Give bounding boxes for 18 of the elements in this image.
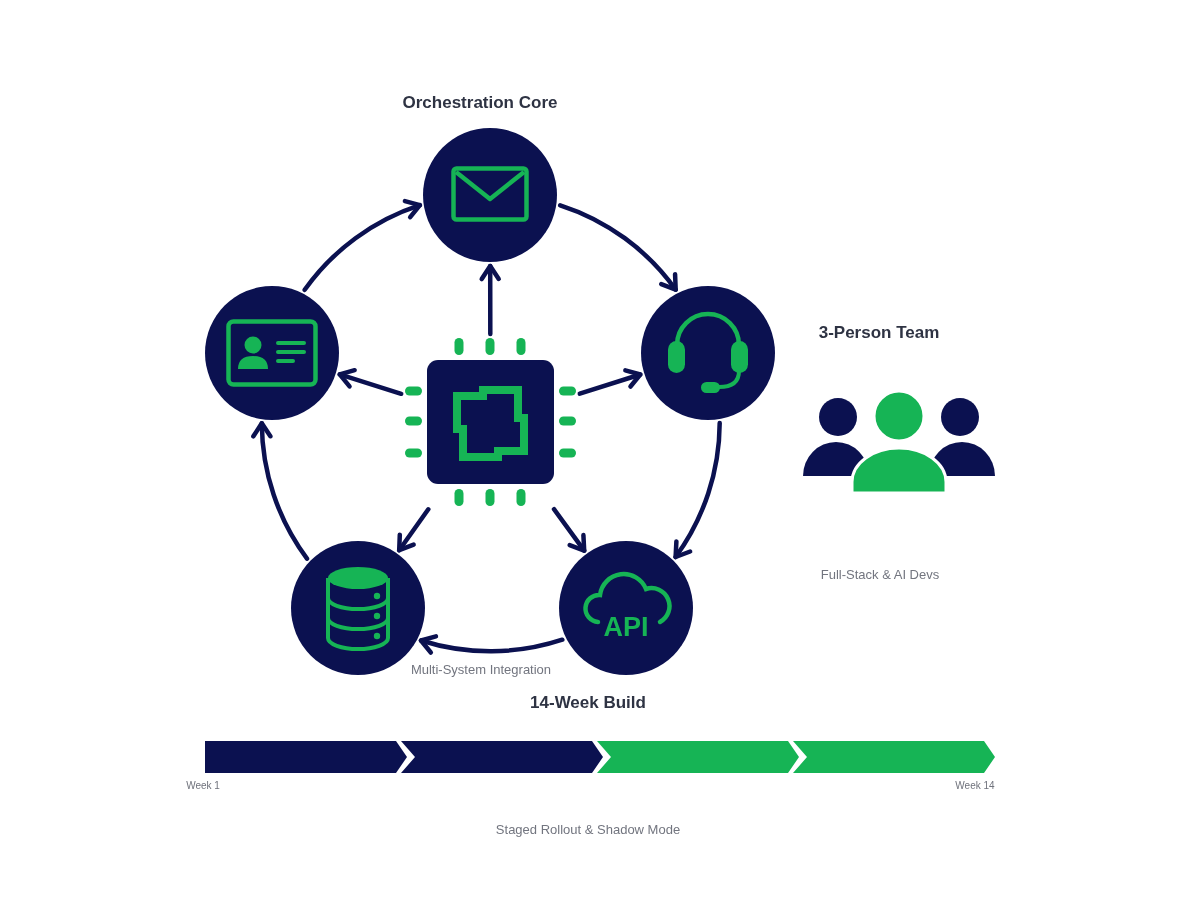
node-label: API bbox=[603, 612, 649, 642]
section-heading: 14-Week Build bbox=[530, 693, 646, 713]
chip-icon bbox=[405, 338, 576, 506]
arrow bbox=[557, 203, 678, 292]
arrow bbox=[396, 507, 431, 553]
arrow bbox=[551, 506, 587, 553]
arrow bbox=[251, 421, 310, 561]
week-label: Week 14 bbox=[955, 780, 995, 792]
caption-text: Full-Stack & AI Devs bbox=[820, 567, 940, 583]
arrow bbox=[302, 199, 423, 293]
arrow bbox=[418, 633, 565, 655]
caption-text: Multi-System Integration bbox=[410, 662, 552, 678]
section-heading: 3-Person Team bbox=[818, 323, 940, 343]
caption-text: Staged Rollout & Shadow Mode bbox=[495, 822, 681, 838]
week-label: Week 1 bbox=[186, 780, 220, 792]
arrow bbox=[673, 420, 722, 560]
arrow bbox=[479, 263, 501, 337]
section-heading: Orchestration Core bbox=[402, 93, 558, 113]
